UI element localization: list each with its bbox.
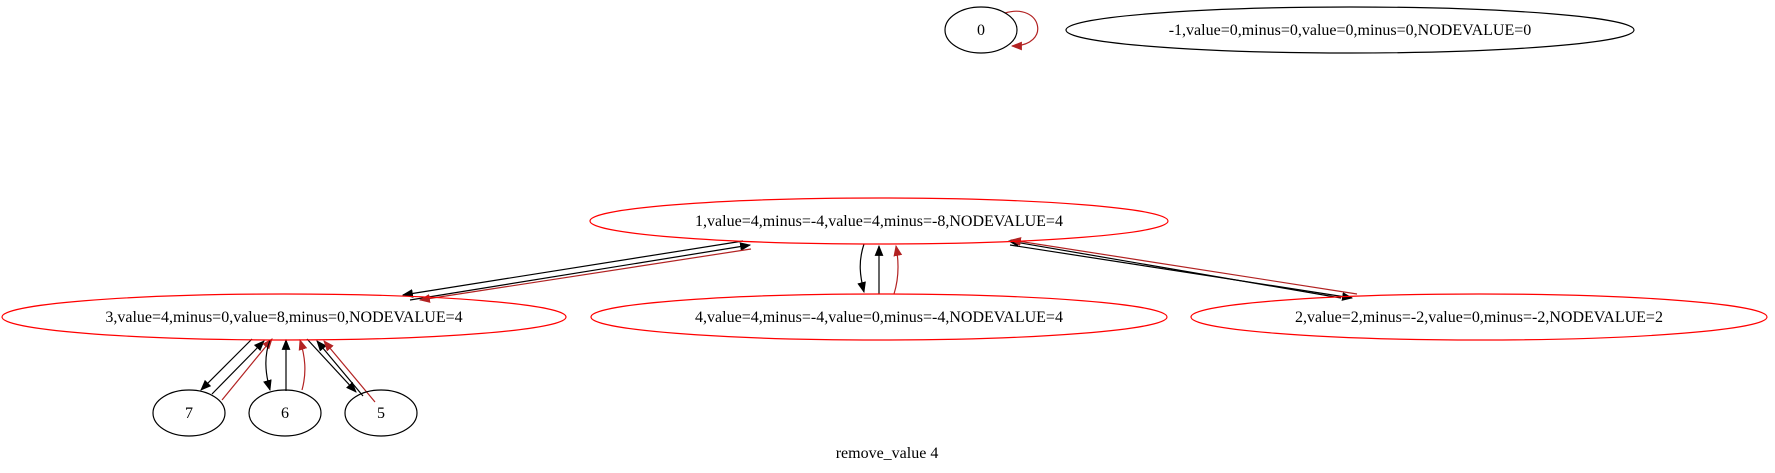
node-2-ellipse: [1190, 293, 1768, 341]
node-0-ellipse: [944, 6, 1018, 54]
node-7: 7: [152, 389, 226, 437]
node-3-label: 3,value=4,minus=0,value=8,minus=0,NODEVA…: [105, 309, 462, 326]
node-4: 4,value=4,minus=-4,value=0,minus=-4,NODE…: [590, 293, 1168, 341]
edge-6-to-3-red: [298, 338, 308, 391]
edge-1-to-3-red: [418, 248, 752, 303]
edge-3-to-1: [409, 242, 752, 301]
node-6-label: 6: [281, 405, 289, 422]
graph-caption: remove_value 4: [836, 445, 939, 462]
edge-3-to-7: [200, 338, 253, 391]
edge-1-to-2: [1009, 244, 1354, 301]
node-2-label: 2,value=2,minus=-2,value=0,minus=-2,NODE…: [1295, 309, 1663, 326]
node-minus-1-ellipse: [1065, 6, 1635, 54]
edge-2-to-1-red: [1009, 237, 1358, 295]
node-1-label: 1,value=4,minus=-4,value=4,minus=-8,NODE…: [695, 213, 1063, 230]
node-0-label: 0: [977, 22, 985, 39]
node-1-ellipse: [589, 197, 1169, 245]
edge-4-to-1-red: [893, 244, 903, 295]
edge-7-to-3: [211, 340, 265, 395]
node-minus-1: -1,value=0,minus=0,value=0,minus=0,NODEV…: [1065, 6, 1635, 54]
node-minus-1-label: -1,value=0,minus=0,value=0,minus=0,NODEV…: [1169, 22, 1532, 39]
nodes: 0 -1,value=0,minus=0,value=0,minus=0,NOD…: [1, 6, 1768, 437]
edge-0-to-0: [1004, 10, 1039, 51]
edge-2-to-1: [1007, 238, 1342, 299]
edge-1-to-3: [401, 240, 744, 298]
edge-7-to-3-red: [221, 338, 273, 401]
node-1: 1,value=4,minus=-4,value=4,minus=-8,NODE…: [589, 197, 1169, 245]
node-4-ellipse: [590, 293, 1168, 341]
edge-3-to-6: [263, 339, 272, 392]
node-5-label: 5: [377, 405, 385, 422]
node-4-label: 4,value=4,minus=-4,value=0,minus=-4,NODE…: [695, 309, 1063, 326]
node-2: 2,value=2,minus=-2,value=0,minus=-2,NODE…: [1190, 293, 1768, 341]
edges: [200, 10, 1358, 403]
node-3-ellipse: [1, 293, 567, 341]
node-6-ellipse: [248, 389, 322, 437]
node-5-ellipse: [344, 389, 418, 437]
edge-5-to-3-red: [323, 340, 376, 403]
edge-1-to-4: [857, 243, 866, 294]
node-6: 6: [248, 389, 322, 437]
edge-3-to-5: [306, 338, 357, 393]
node-7-label: 7: [185, 405, 193, 422]
node-3: 3,value=4,minus=0,value=8,minus=0,NODEVA…: [1, 293, 567, 341]
node-7-ellipse: [152, 389, 226, 437]
node-0: 0: [944, 6, 1018, 54]
node-5: 5: [344, 389, 418, 437]
edge-5-to-3: [316, 340, 364, 397]
